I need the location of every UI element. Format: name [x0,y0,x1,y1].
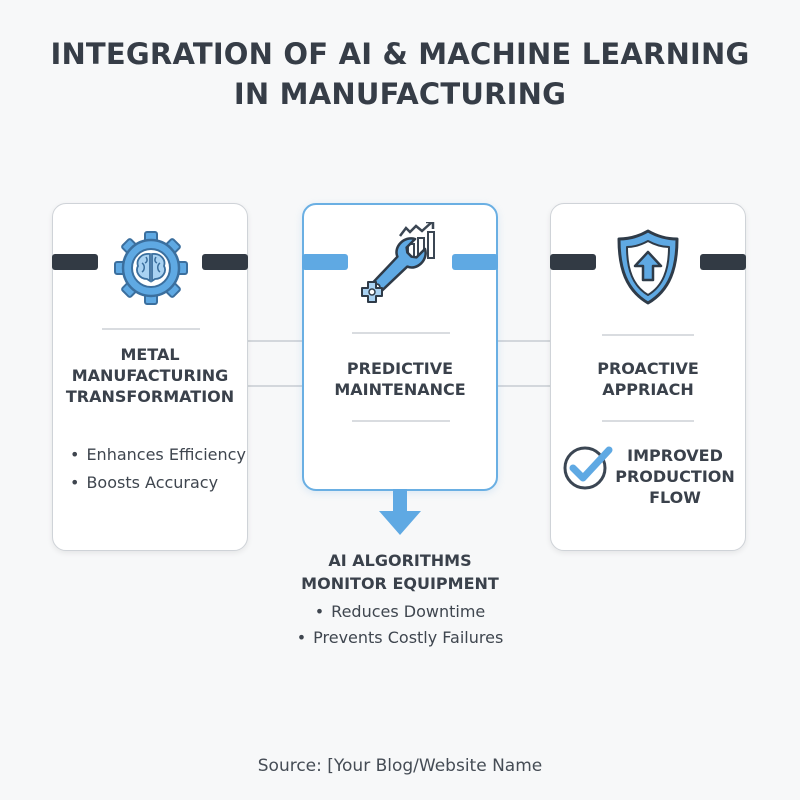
title-line-2: IN MANUFACTURING [233,77,567,111]
ai-algorithms-bullets: Reduces Downtime Prevents Costly Failure… [0,599,800,651]
check-circle-icon [563,446,613,490]
improved-production-flow: IMPROVED PRODUCTION FLOW [612,445,738,508]
divider-left [102,328,200,330]
ai-algorithms-heading: AI ALGORITHMS MONITOR EQUIPMENT [250,549,550,595]
divider-middle-bottom [352,420,450,422]
wrench-chart-icon [361,222,435,303]
connector-left-bottom [248,385,302,387]
gear-brain-icon [114,231,188,305]
middle-heading-line: PREDICTIVE [346,359,454,378]
page-title: INTEGRATION OF AI & MACHINE LEARNING IN … [0,34,800,114]
connector-left-top [248,340,302,342]
connector-right-bottom [498,385,550,387]
tab-right-inner [550,254,596,270]
tab-middle-left [302,254,348,270]
tab-left-outer [52,254,98,270]
right-card-heading: PROACTIVE APPRIACH [550,358,746,400]
list-item: Enhances Efficiency [70,441,245,469]
arrow-down-icon [379,489,421,535]
divider-right-top [602,334,694,336]
right-heading-line: PROACTIVE [597,359,699,378]
ai-heading-line: MONITOR EQUIPMENT [301,574,499,593]
right-heading-line: APPRIACH [602,380,694,399]
connector-right-top [498,340,550,342]
tab-left-inner [202,254,248,270]
ai-heading-line: AI ALGORITHMS [328,551,472,570]
left-heading-line: MANUFACTURING [71,366,229,385]
shield-arrow-icon [617,229,679,305]
divider-middle-top [352,332,450,334]
tab-middle-right [452,254,498,270]
result-line: IMPROVED [627,446,723,465]
left-heading-line: TRANSFORMATION [65,387,235,406]
left-card-bullets: Enhances Efficiency Boosts Accuracy [70,441,246,497]
list-item: Prevents Costly Failures [0,625,800,651]
divider-right-bottom [602,420,694,422]
title-line-1: INTEGRATION OF AI & MACHINE LEARNING [50,37,750,71]
left-card-heading: METAL MANUFACTURING TRANSFORMATION [52,344,248,407]
source-caption: Source: [Your Blog/Website Name [257,756,543,776]
result-line: PRODUCTION [615,467,735,486]
middle-card-heading: PREDICTIVE MAINTENANCE [302,358,498,400]
result-line: FLOW [649,488,701,507]
middle-heading-line: MAINTENANCE [334,380,466,399]
list-item: Boosts Accuracy [70,469,246,497]
tab-right-outer [700,254,746,270]
left-heading-line: METAL [120,345,180,364]
list-item: Reduces Downtime [0,599,800,625]
